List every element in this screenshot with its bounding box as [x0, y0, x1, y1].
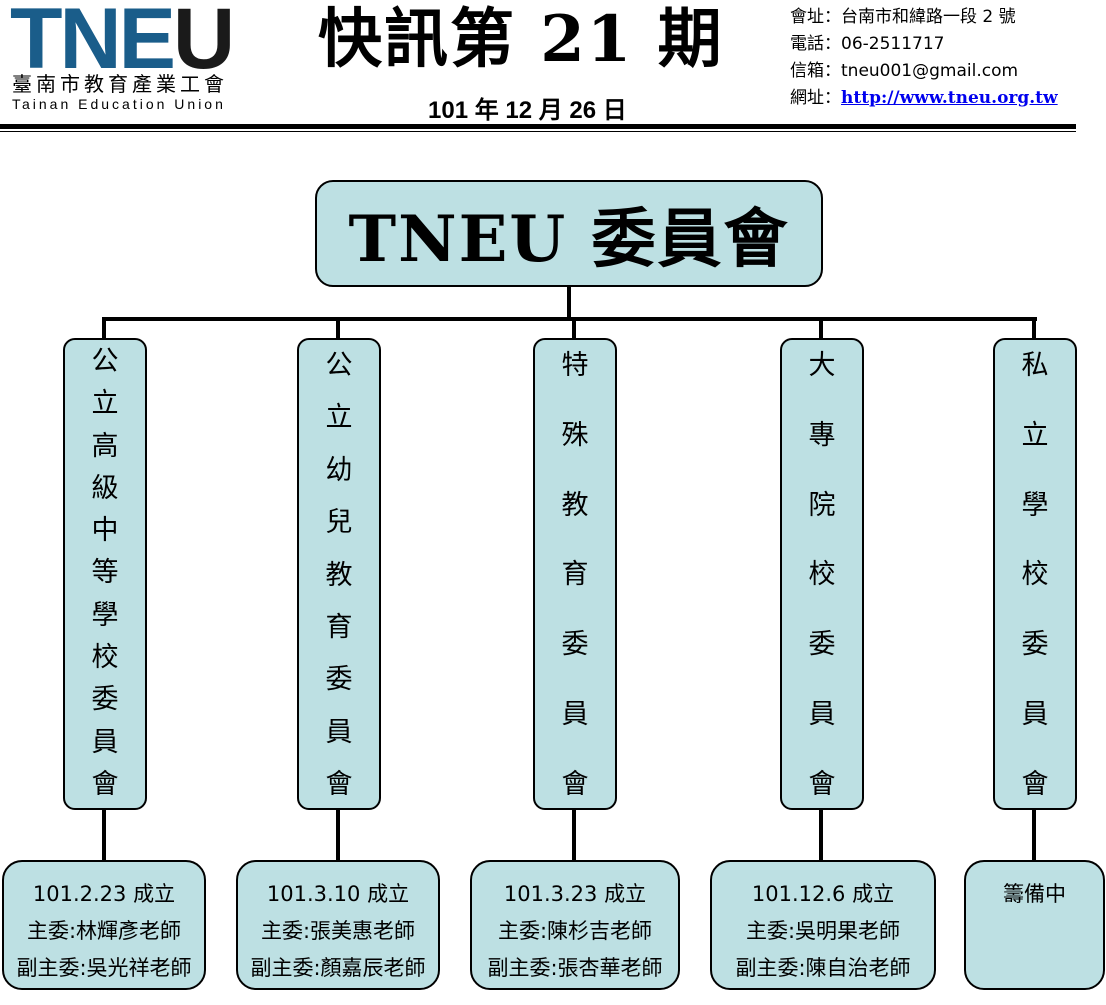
committee-box: 大專院校委員會	[780, 338, 864, 810]
committee-name-char: 校	[91, 642, 119, 674]
chair-name: 主委:陳杉吉老師	[497, 919, 653, 943]
vice-chair-name: 副主委:陳自治老師	[735, 956, 911, 980]
committee-name-char: 委	[1021, 629, 1049, 661]
committee-name-char: 校	[808, 559, 836, 591]
contact-phone: 電話：06-2511717	[790, 34, 945, 54]
committee-name-char: 特	[561, 350, 589, 381]
committee-name-char: 委	[325, 664, 353, 696]
chair-name: 主委:林輝彥老師	[26, 919, 182, 943]
committee-name-char: 中	[91, 515, 119, 547]
committee-name-char: 等	[91, 557, 119, 589]
header-divider-thin	[0, 131, 1076, 132]
committee-name-char: 兒	[325, 507, 353, 539]
logo-chinese-name: 臺南市教育產業工會	[12, 72, 228, 96]
connector-drop	[819, 319, 823, 339]
committee-name-char: 教	[561, 489, 589, 521]
website-label: 網址：	[790, 88, 841, 108]
committee-name-char: 會	[808, 768, 836, 800]
connector-trunk	[567, 287, 571, 321]
committee-name-char: 委	[561, 629, 589, 661]
committee-box: 特殊教育委員會	[533, 338, 617, 810]
committee-name-char: 育	[325, 611, 353, 643]
committee-info-box: 101.3.23 成立主委:陳杉吉老師副主委:張杏華老師	[470, 860, 680, 990]
vice-chair-name: 副主委:顏嘉辰老師	[250, 956, 426, 980]
committee-name-char: 員	[561, 699, 589, 731]
established-date: 籌備中	[1003, 882, 1066, 906]
committee-name-char: 公	[91, 346, 119, 377]
committee-name-char: 員	[808, 699, 836, 731]
committee-name-char: 員	[325, 716, 353, 748]
established-date: 101.2.23 成立	[32, 882, 176, 906]
committee-info-box: 籌備中	[964, 860, 1105, 990]
committee-name-char: 委	[91, 684, 119, 716]
committee-name-char: 院	[808, 489, 836, 521]
committee-name-char: 會	[561, 768, 589, 800]
committee-name-char: 大	[808, 350, 836, 381]
contact-email: 信箱：tneu001@gmail.com	[790, 61, 1019, 81]
issue-date: 101 年 12 月 26 日	[428, 97, 627, 124]
committee-box: 公立高級中等學校委員會	[63, 338, 147, 810]
committee-name-char: 會	[325, 769, 353, 800]
established-date: 101.3.10 成立	[266, 882, 410, 906]
contact-website: 網址：http://www.tneu.org.tw	[790, 85, 1058, 112]
committee-info-box: 101.3.10 成立主委:張美惠老師副主委:顏嘉辰老師	[236, 860, 440, 990]
committee-name-char: 級	[91, 472, 119, 504]
committee-name-char: 立	[325, 402, 353, 434]
established-date: 101.3.23 成立	[503, 882, 647, 906]
connector-drop	[102, 319, 106, 339]
committee-name-char: 員	[91, 726, 119, 758]
connector-to-info	[572, 809, 576, 861]
committee-name-char: 專	[808, 419, 836, 451]
vice-chair-name: 副主委:張杏華老師	[487, 956, 663, 980]
committee-name-char: 高	[91, 430, 119, 462]
committee-name-char: 公	[325, 350, 353, 381]
committee-name-char: 學	[1021, 489, 1049, 521]
contact-info: 會址：台南市和緯路一段 2 號 電話：06-2511717 信箱：tneu001…	[790, 4, 1058, 112]
committee-name-char: 殊	[561, 419, 589, 451]
committee-name-char: 幼	[325, 454, 353, 486]
contact-address: 會址：台南市和緯路一段 2 號	[790, 7, 1016, 27]
connector-drop	[336, 319, 340, 339]
committee-name-char: 教	[325, 559, 353, 591]
connector-drop	[572, 319, 576, 339]
connector-drop	[1032, 319, 1036, 339]
logo-wordmark: TNEU	[10, 0, 235, 87]
committee-name-char: 校	[1021, 559, 1049, 591]
connector-to-info	[1032, 809, 1036, 861]
connector-to-info	[102, 809, 106, 861]
committee-name-char: 學	[91, 599, 119, 631]
established-date: 101.12.6 成立	[751, 882, 895, 906]
vice-chair-name: 副主委:吳光祥老師	[16, 956, 192, 980]
committee-info-box: 101.2.23 成立主委:林輝彥老師副主委:吳光祥老師	[2, 860, 206, 990]
chair-name: 主委:吳明果老師	[745, 919, 901, 943]
connector-to-info	[336, 809, 340, 861]
committee-name-char: 委	[808, 629, 836, 661]
committee-name-char: 會	[1021, 768, 1049, 800]
header-divider-thick	[0, 124, 1076, 129]
connector-to-info	[819, 809, 823, 861]
committee-name-char: 員	[1021, 699, 1049, 731]
committee-box: 公立幼兒教育委員會	[297, 338, 381, 810]
logo-english-name: Tainan Education Union	[12, 96, 226, 112]
chair-name: 主委:張美惠老師	[260, 919, 416, 943]
committee-name-char: 育	[561, 559, 589, 591]
issue-title: 快訊第 21 期	[318, 2, 724, 77]
committee-name-char: 立	[91, 388, 119, 420]
committee-name-char: 私	[1021, 350, 1049, 381]
committee-box: 私立學校委員會	[993, 338, 1077, 810]
root-committee-box: TNEU 委員會	[315, 180, 823, 287]
connector-bus	[102, 317, 1037, 321]
committee-name-char: 會	[91, 768, 119, 800]
tneu-logo: TNEU 臺南市教育產業工會 Tainan Education Union	[10, 0, 295, 112]
committee-info-box: 101.12.6 成立主委:吳明果老師副主委:陳自治老師	[710, 860, 936, 990]
committee-name-char: 立	[1021, 419, 1049, 451]
website-link[interactable]: http://www.tneu.org.tw	[841, 88, 1058, 108]
